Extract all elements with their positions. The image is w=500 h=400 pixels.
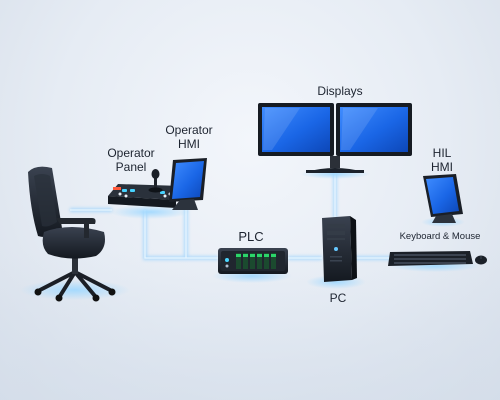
label-hil-hmi: HIL HMI — [431, 146, 453, 175]
floor-glows — [20, 169, 480, 300]
label-pc: PC — [329, 291, 347, 305]
panel-to-plc-link — [144, 210, 218, 259]
tower-pc-icon — [322, 216, 357, 282]
label-operator-hmi: Operator HMI — [165, 123, 213, 152]
dual-monitor-icon — [258, 103, 412, 173]
label-operator-panel: Operator Panel — [107, 146, 155, 175]
label-keyboard-mouse: Keyboard & Mouse — [399, 231, 481, 242]
mouse-icon — [475, 255, 487, 265]
keyboard-icon — [388, 251, 473, 266]
office-chair-icon — [28, 166, 116, 302]
label-displays: Displays — [317, 84, 363, 98]
control-panel-icon — [108, 184, 182, 208]
hil-tablet-icon — [423, 174, 463, 223]
label-plc: PLC — [238, 229, 264, 244]
plc-icon — [218, 248, 288, 274]
connection-lines — [70, 172, 392, 260]
joystick-icon — [148, 169, 163, 193]
tablet-icon — [169, 158, 207, 210]
